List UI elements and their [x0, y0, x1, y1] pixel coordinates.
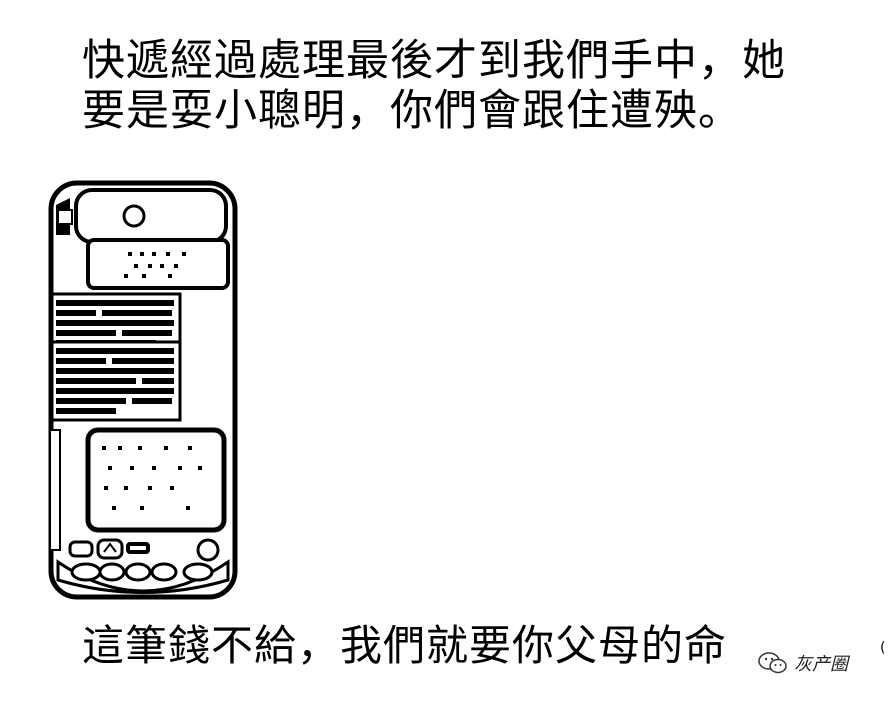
- caption-line-2: 要是耍小聰明，你們會跟住遭殃。: [82, 86, 742, 136]
- caption-line-1: 快遞經過處理最後才到我們手中，她: [82, 36, 786, 86]
- edge-mark: (: [880, 640, 886, 656]
- wechat-icon: [758, 652, 787, 674]
- mobile-phone-illustration: [48, 180, 238, 600]
- caption-line-3: 這筆錢不給，我們就要你父母的命: [82, 621, 728, 670]
- watermark: 灰产圈: [758, 650, 848, 676]
- watermark-text: 灰产圈: [794, 654, 848, 675]
